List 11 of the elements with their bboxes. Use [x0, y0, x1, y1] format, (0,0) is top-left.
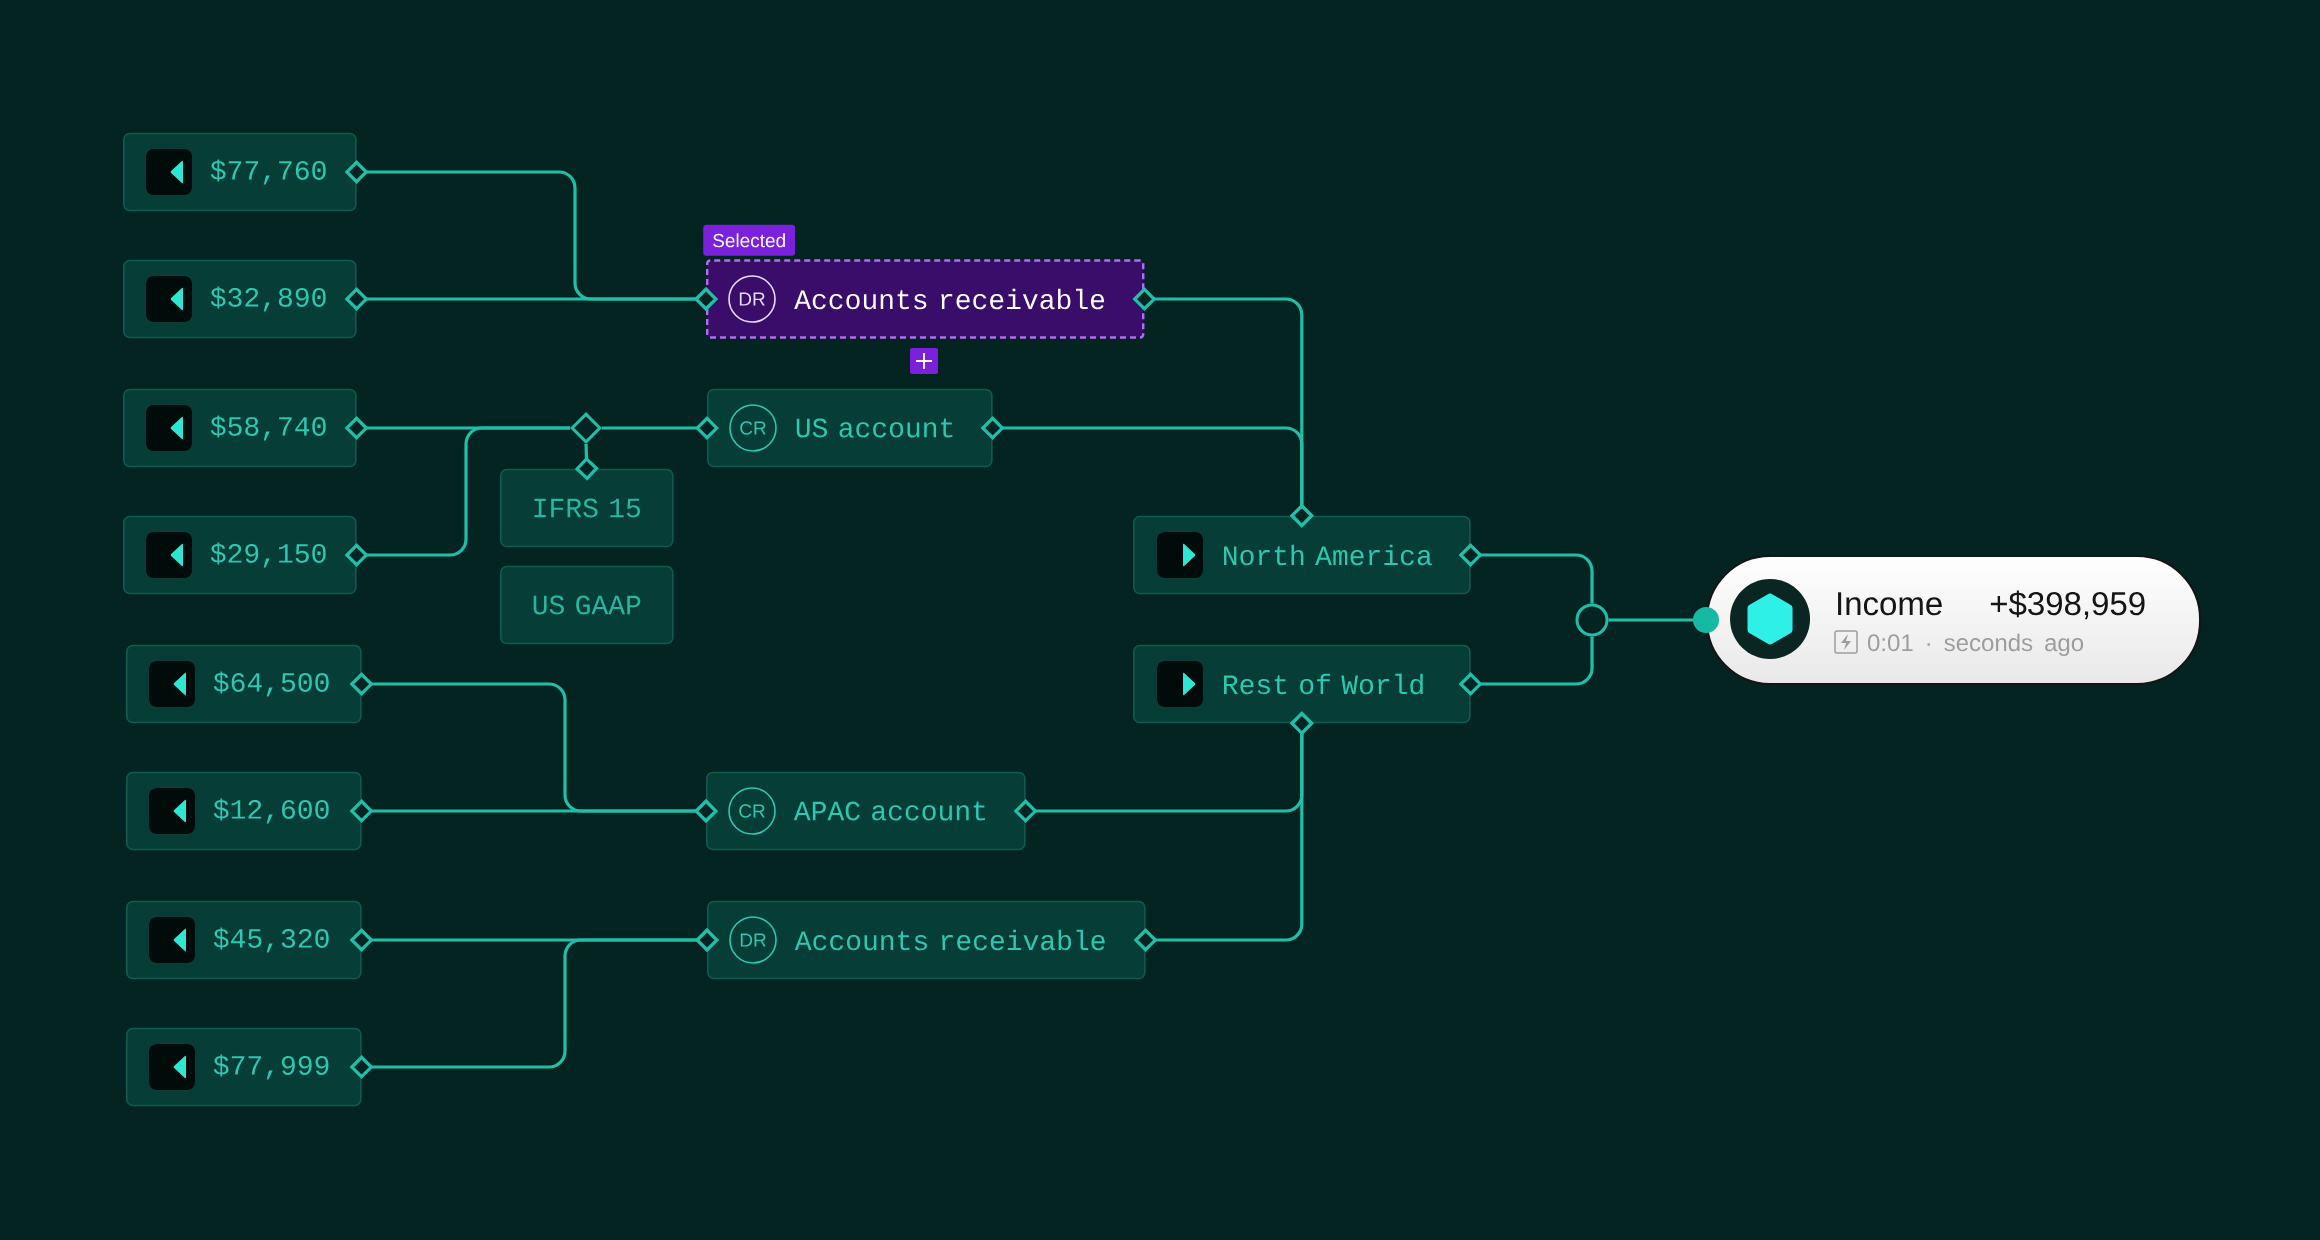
junction-diamond — [570, 412, 602, 444]
region-box: Rest of World — [1133, 644, 1471, 724]
connector-line — [1608, 607, 1719, 633]
circle-badge: DR — [729, 916, 777, 964]
junction-circle — [1575, 603, 1609, 637]
region-box: North America — [1133, 515, 1471, 595]
circle-badge: CR — [729, 404, 777, 452]
circle-badge: CR — [728, 787, 776, 835]
connector-line — [602, 416, 719, 440]
circle-badge: DR — [728, 275, 776, 323]
selected-tag: Selected — [703, 224, 796, 256]
